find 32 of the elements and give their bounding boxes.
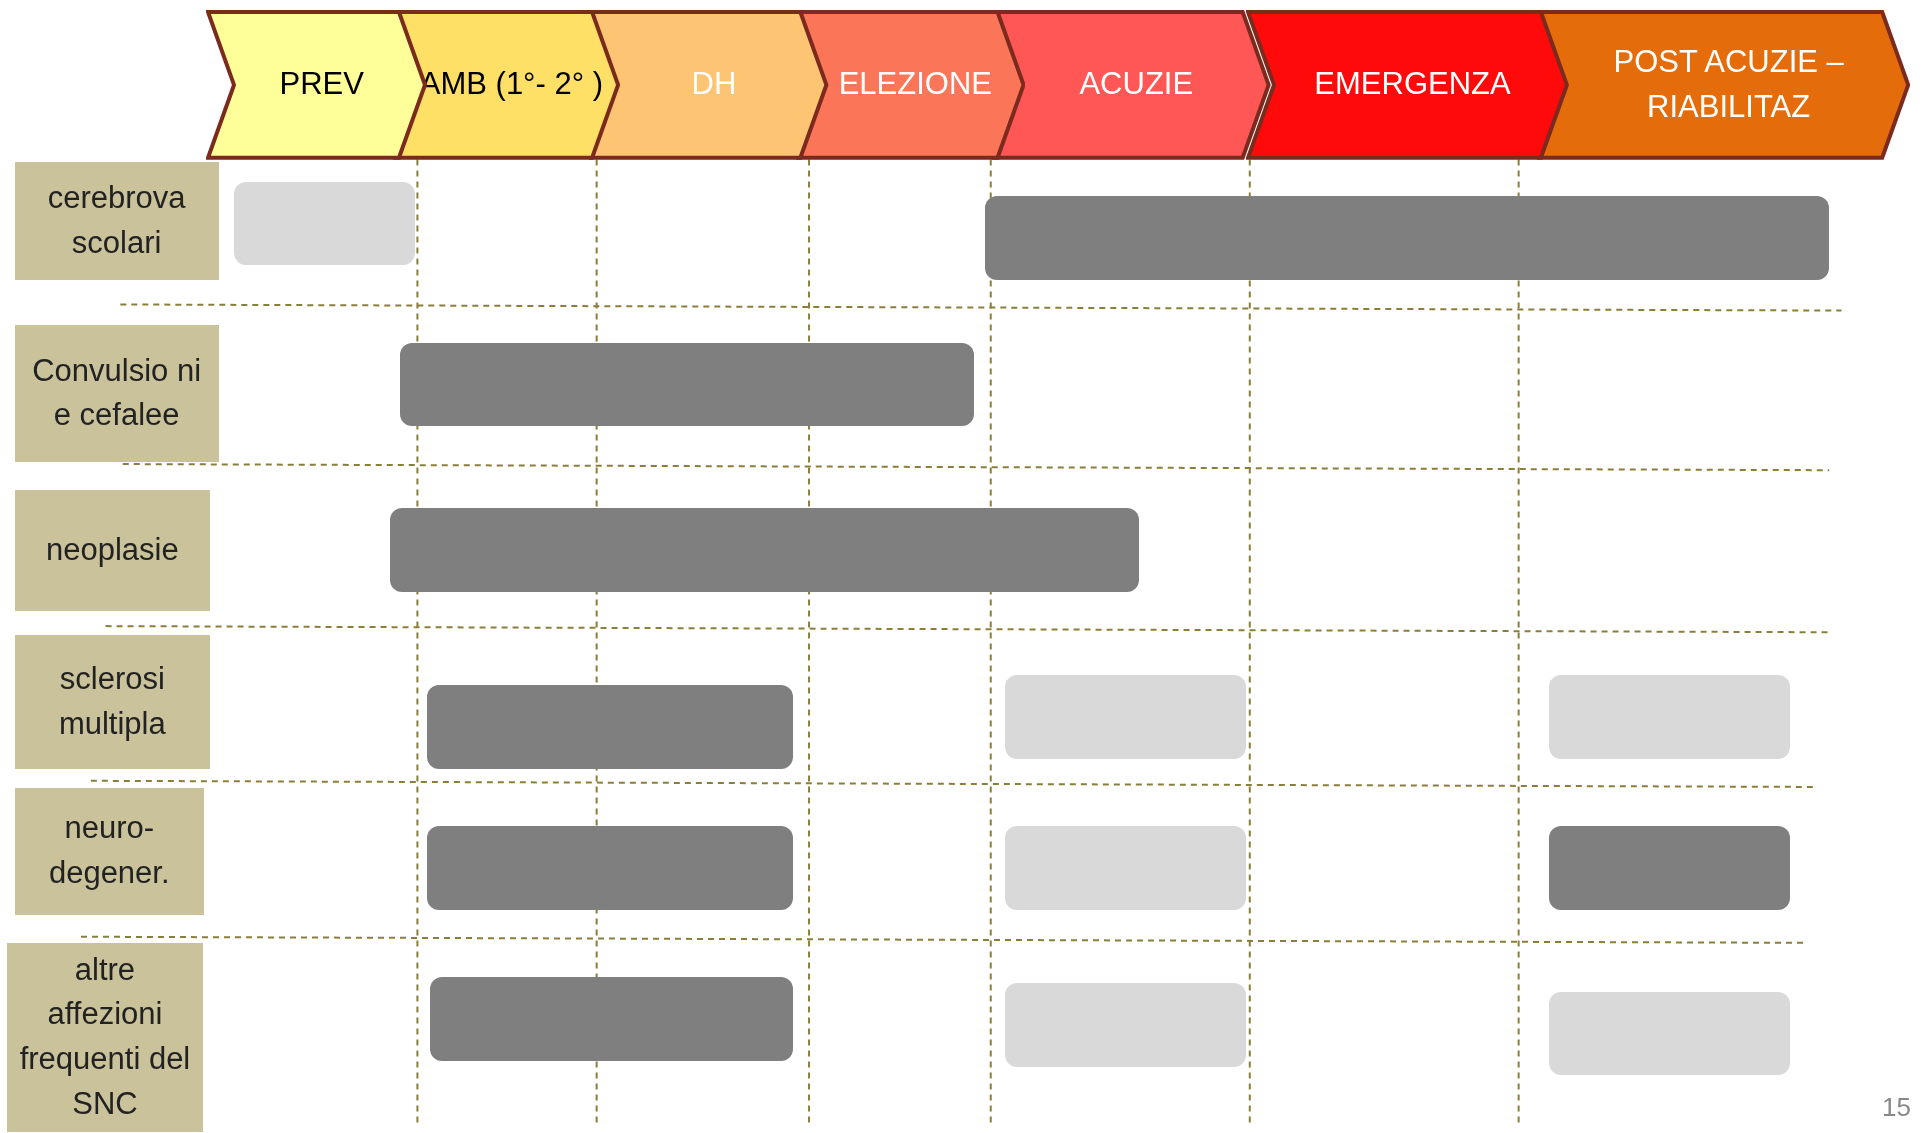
timeline-bar [400, 342, 974, 426]
timeline-bar [427, 826, 794, 910]
category-text: neuro- degener. [47, 809, 171, 893]
phase-label: POST ACUZIE – RIABILITAZ [1612, 42, 1845, 126]
timeline-bar [234, 181, 415, 266]
label-card [14, 788, 204, 915]
timeline-bar [390, 508, 1140, 592]
phase-label: ACUZIE [1079, 65, 1194, 104]
category-text: neoplasie [45, 531, 179, 570]
phase-label: PREV [279, 65, 364, 104]
label-card [14, 162, 219, 280]
label-card [7, 942, 203, 1132]
phase-step [1246, 9, 1569, 160]
category-text: cerebrova scolari [46, 179, 187, 262]
category-text: altre affezioni frequenti del SNC [18, 950, 192, 1124]
page-number: 15 [1882, 1092, 1911, 1123]
label-card [14, 325, 219, 462]
category-text: Convulsio ni e cefalee [31, 351, 203, 435]
phase-label: ELEZIONE [838, 65, 992, 104]
label-card [14, 634, 210, 769]
timeline-bar [1549, 826, 1790, 910]
timeline-bar [1005, 983, 1247, 1067]
timeline-bar [1549, 675, 1790, 759]
timeline-bar [1549, 991, 1790, 1076]
label-card [14, 489, 210, 612]
timeline-bar [429, 977, 794, 1061]
timeline-bar [1005, 826, 1247, 910]
category-text: sclerosi multipla [57, 659, 167, 743]
phase-label: EMERGENZA [1314, 65, 1511, 104]
timeline-bar [1005, 675, 1247, 759]
timeline-bar [427, 685, 794, 769]
timeline-bar [984, 196, 1830, 280]
